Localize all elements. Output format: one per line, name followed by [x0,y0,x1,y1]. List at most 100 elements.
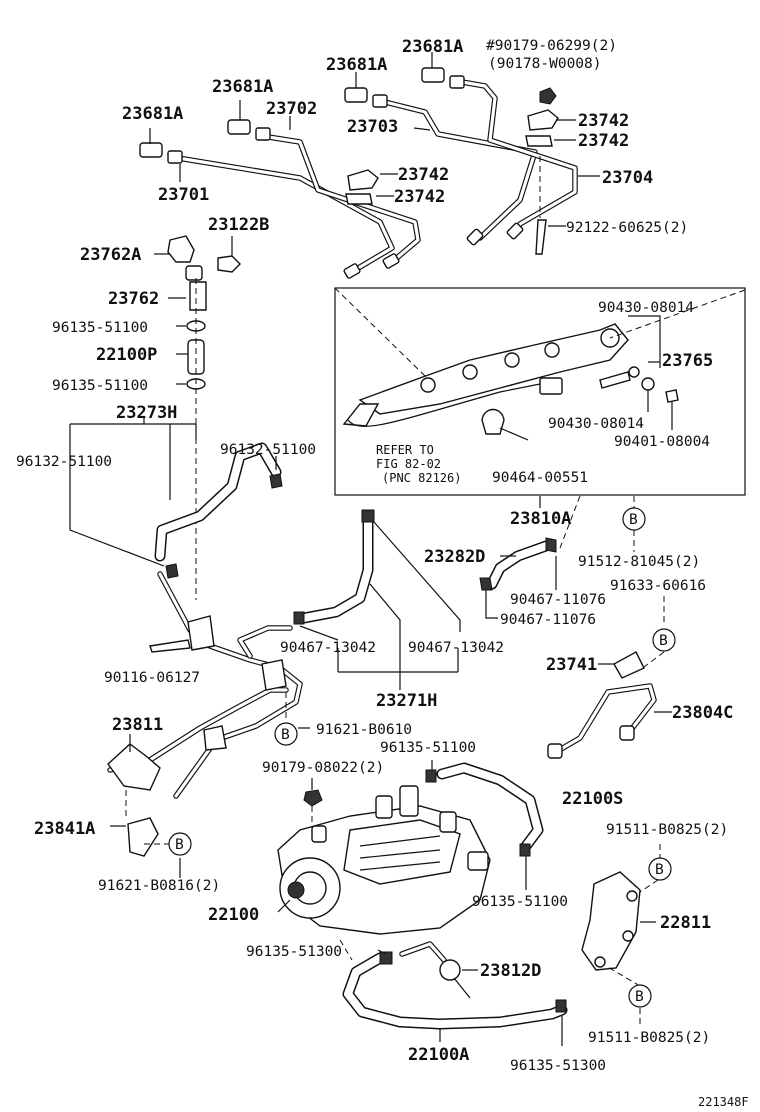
label-90467-11076-b: 90467-11076 [500,612,596,628]
clamp-23742-1 [347,169,379,191]
figure-id: 221348F [698,1095,749,1109]
label-23742-mid-top: 23742 [398,165,449,185]
bracket-23762a [167,235,195,263]
clamp-90464-00551 [481,408,505,435]
label-91511-b0825-top: 91511-B0825(2) [606,822,728,838]
common-rail-box [334,287,746,496]
label-23741: 23741 [546,655,597,675]
bracket-23841a [127,817,159,857]
label-96135-51100-d: 96135-51100 [472,894,568,910]
label-90467-13042-right: 90467-13042 [408,640,504,656]
refer-text-3: (PNC 82126) [382,471,461,485]
refer-text-1: REFER TO [376,443,434,457]
marker-b-4-text: B [175,837,184,853]
label-92122-60625: 92122-60625(2) [566,220,688,236]
middle-hoses [293,509,657,759]
nut-23681a-2 [227,119,251,135]
nut-23681a-1 [139,142,163,158]
marker-b-1-text: B [629,512,638,528]
label-96135-51100-a: 96135-51100 [52,320,148,336]
clip-23812d [439,959,461,981]
lower-hoses [342,762,659,1030]
marker-b-5-text: B [655,862,664,878]
nut-23681a-3 [344,87,368,103]
label-96135-51100-b: 96135-51100 [52,378,148,394]
label-23804c: 23804C [672,703,733,723]
label-23282d: 23282D [424,547,485,567]
bolt-23122b [217,255,241,273]
label-23681a-top: 23681A [402,37,463,57]
label-23765: 23765 [662,351,713,371]
label-91621-b0610: 91621-B0610 [316,722,412,738]
injection-pipes [139,67,578,279]
label-91511-b0825-bottom: 91511-B0825(2) [588,1030,710,1046]
sensor-23765 [599,371,631,389]
marker-b-5 [648,857,672,881]
label-90464-00551: 90464-00551 [492,470,588,486]
label-23701: 23701 [158,185,209,205]
common-rail [358,323,629,415]
label-91633-60616: 91633-60616 [610,578,706,594]
bracket-23811 [107,743,161,791]
part-labels: 23681A #90179-06299(2) (90178-W0008) 236… [16,37,749,1109]
marker-b-6-text: B [635,989,644,1005]
clamp-23742-2 [527,109,559,131]
label-23762a: 23762A [80,245,141,265]
clamp-23741 [613,651,645,679]
label-91512-81045: 91512-81045(2) [578,554,700,570]
label-90430-08014-bottom: 90430-08014 [548,416,644,432]
leak-hose-parts [154,235,283,600]
supply-pump-22100 [277,785,491,935]
label-23681a-third: 23681A [212,77,273,97]
label-91621-b0816: 91621-B0816(2) [98,878,220,894]
label-23704: 23704 [602,168,653,188]
label-23812d: 23812D [480,961,541,981]
marker-b-2 [652,628,676,652]
marker-b-4 [168,832,192,856]
label-23271h: 23271H [376,691,437,711]
bracket-22811 [581,871,641,971]
label-23742-right-bottom: 23742 [578,131,629,151]
label-90467-11076-a: 90467-11076 [510,592,606,608]
marker-b-6 [628,984,652,1008]
marker-b-2-text: B [659,633,668,649]
label-96132-51100-right: 96132-51100 [220,442,316,458]
marker-b-3-text: B [281,727,290,743]
label-90178-w0008: (90178-W0008) [488,56,602,72]
label-90116-06127: 90116-06127 [104,670,200,686]
refer-text-2: FIG 82-02 [376,457,441,471]
label-23742-right-top: 23742 [578,111,629,131]
label-90430-08014-top: 90430-08014 [598,300,694,316]
label-23841a: 23841A [34,819,95,839]
label-96135-51300-a: 96135-51300 [246,944,342,960]
label-23742-mid-bottom: 23742 [394,187,445,207]
nut-90179-08022 [303,789,323,807]
label-22100a: 22100A [408,1045,469,1065]
label-96135-51100-c: 96135-51100 [380,740,476,756]
label-23703: 23703 [347,117,398,137]
label-90467-13042-left: 90467-13042 [280,640,376,656]
label-23122b: 23122B [208,215,269,235]
label-23681a-second: 23681A [326,55,387,75]
label-90179-06299: #90179-06299(2) [486,38,617,54]
label-23810a: 23810A [510,509,571,529]
b-markers: B B B B B B [168,507,676,1008]
label-23273h: 23273H [116,403,177,423]
label-22811: 22811 [660,913,711,933]
label-22100p: 22100P [96,345,157,365]
label-23762: 23762 [108,289,159,309]
label-23702: 23702 [266,99,317,119]
marker-b-1 [622,507,646,531]
label-22100s: 22100S [562,789,623,809]
bolt-92122-60625 [535,219,547,255]
label-96135-51300-b: 96135-51300 [510,1058,606,1074]
label-23681a-left: 23681A [122,104,183,124]
leader-lines [69,52,673,1046]
union-23762 [185,265,203,281]
bracket-90116 [187,615,215,651]
label-96132-51100-left: 96132-51100 [16,454,112,470]
marker-b-3 [274,722,298,746]
pipe-23811-group [107,571,303,857]
label-90179-08022: 90179-08022(2) [262,760,384,776]
